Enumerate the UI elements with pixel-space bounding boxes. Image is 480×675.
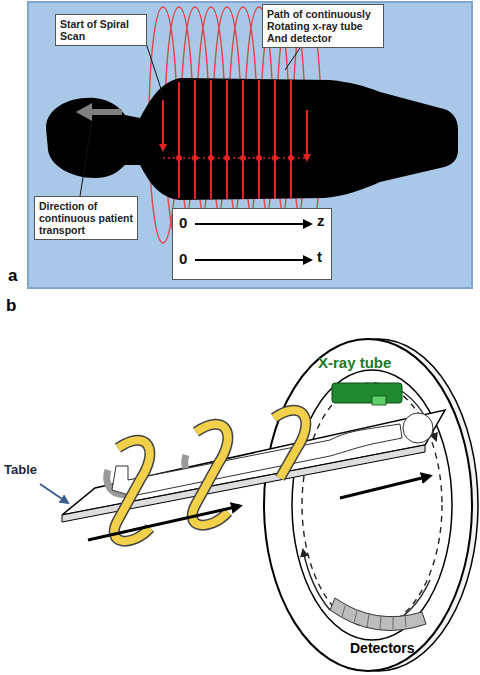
- part-name: Detectors: [350, 640, 415, 656]
- axis-box: 0 z 0 t: [172, 208, 332, 280]
- motion-arrows: [88, 476, 430, 540]
- gantry: [264, 339, 478, 671]
- axis-arrows: [173, 209, 331, 279]
- patient-outline: [112, 413, 433, 496]
- axis-origin: 0: [179, 215, 187, 231]
- part-name: Table: [4, 462, 37, 477]
- callout-text: Start of Spiral Scan: [56, 15, 146, 45]
- axis-arrowhead: [303, 219, 313, 229]
- axis-line: [195, 223, 305, 225]
- axis-line: [195, 259, 305, 261]
- x-ray-tube: [332, 383, 402, 405]
- callout-text: Direction of continuous patient transpor…: [35, 197, 137, 239]
- axis-name: t: [317, 249, 322, 265]
- patient-silhouette: [46, 78, 458, 200]
- transport-arrow: [76, 103, 122, 121]
- leader-lines: [80, 40, 300, 196]
- spiral-axis: [163, 157, 307, 159]
- axis-arrowhead: [303, 255, 313, 265]
- callout-box: Path of continuously Rotating x-ray tube…: [262, 4, 384, 48]
- detector-array: [330, 598, 426, 630]
- table-pointer: [40, 484, 68, 503]
- callout-box: Direction of continuous patient transpor…: [34, 196, 138, 240]
- callout-text: Path of continuously Rotating x-ray tube…: [263, 5, 383, 47]
- panel-background: [28, 2, 472, 288]
- callout-box: Start of Spiral Scan: [55, 14, 147, 46]
- spiral-dots: [176, 155, 294, 161]
- axis-name: z: [317, 213, 325, 229]
- spiral-front: [163, 80, 307, 199]
- panel-letter: b: [6, 296, 16, 316]
- axis-origin: 0: [179, 251, 187, 267]
- helical-band: [114, 410, 306, 541]
- part-name: X-ray tube: [318, 354, 391, 371]
- table: [62, 410, 445, 522]
- panel-letter: a: [8, 266, 17, 286]
